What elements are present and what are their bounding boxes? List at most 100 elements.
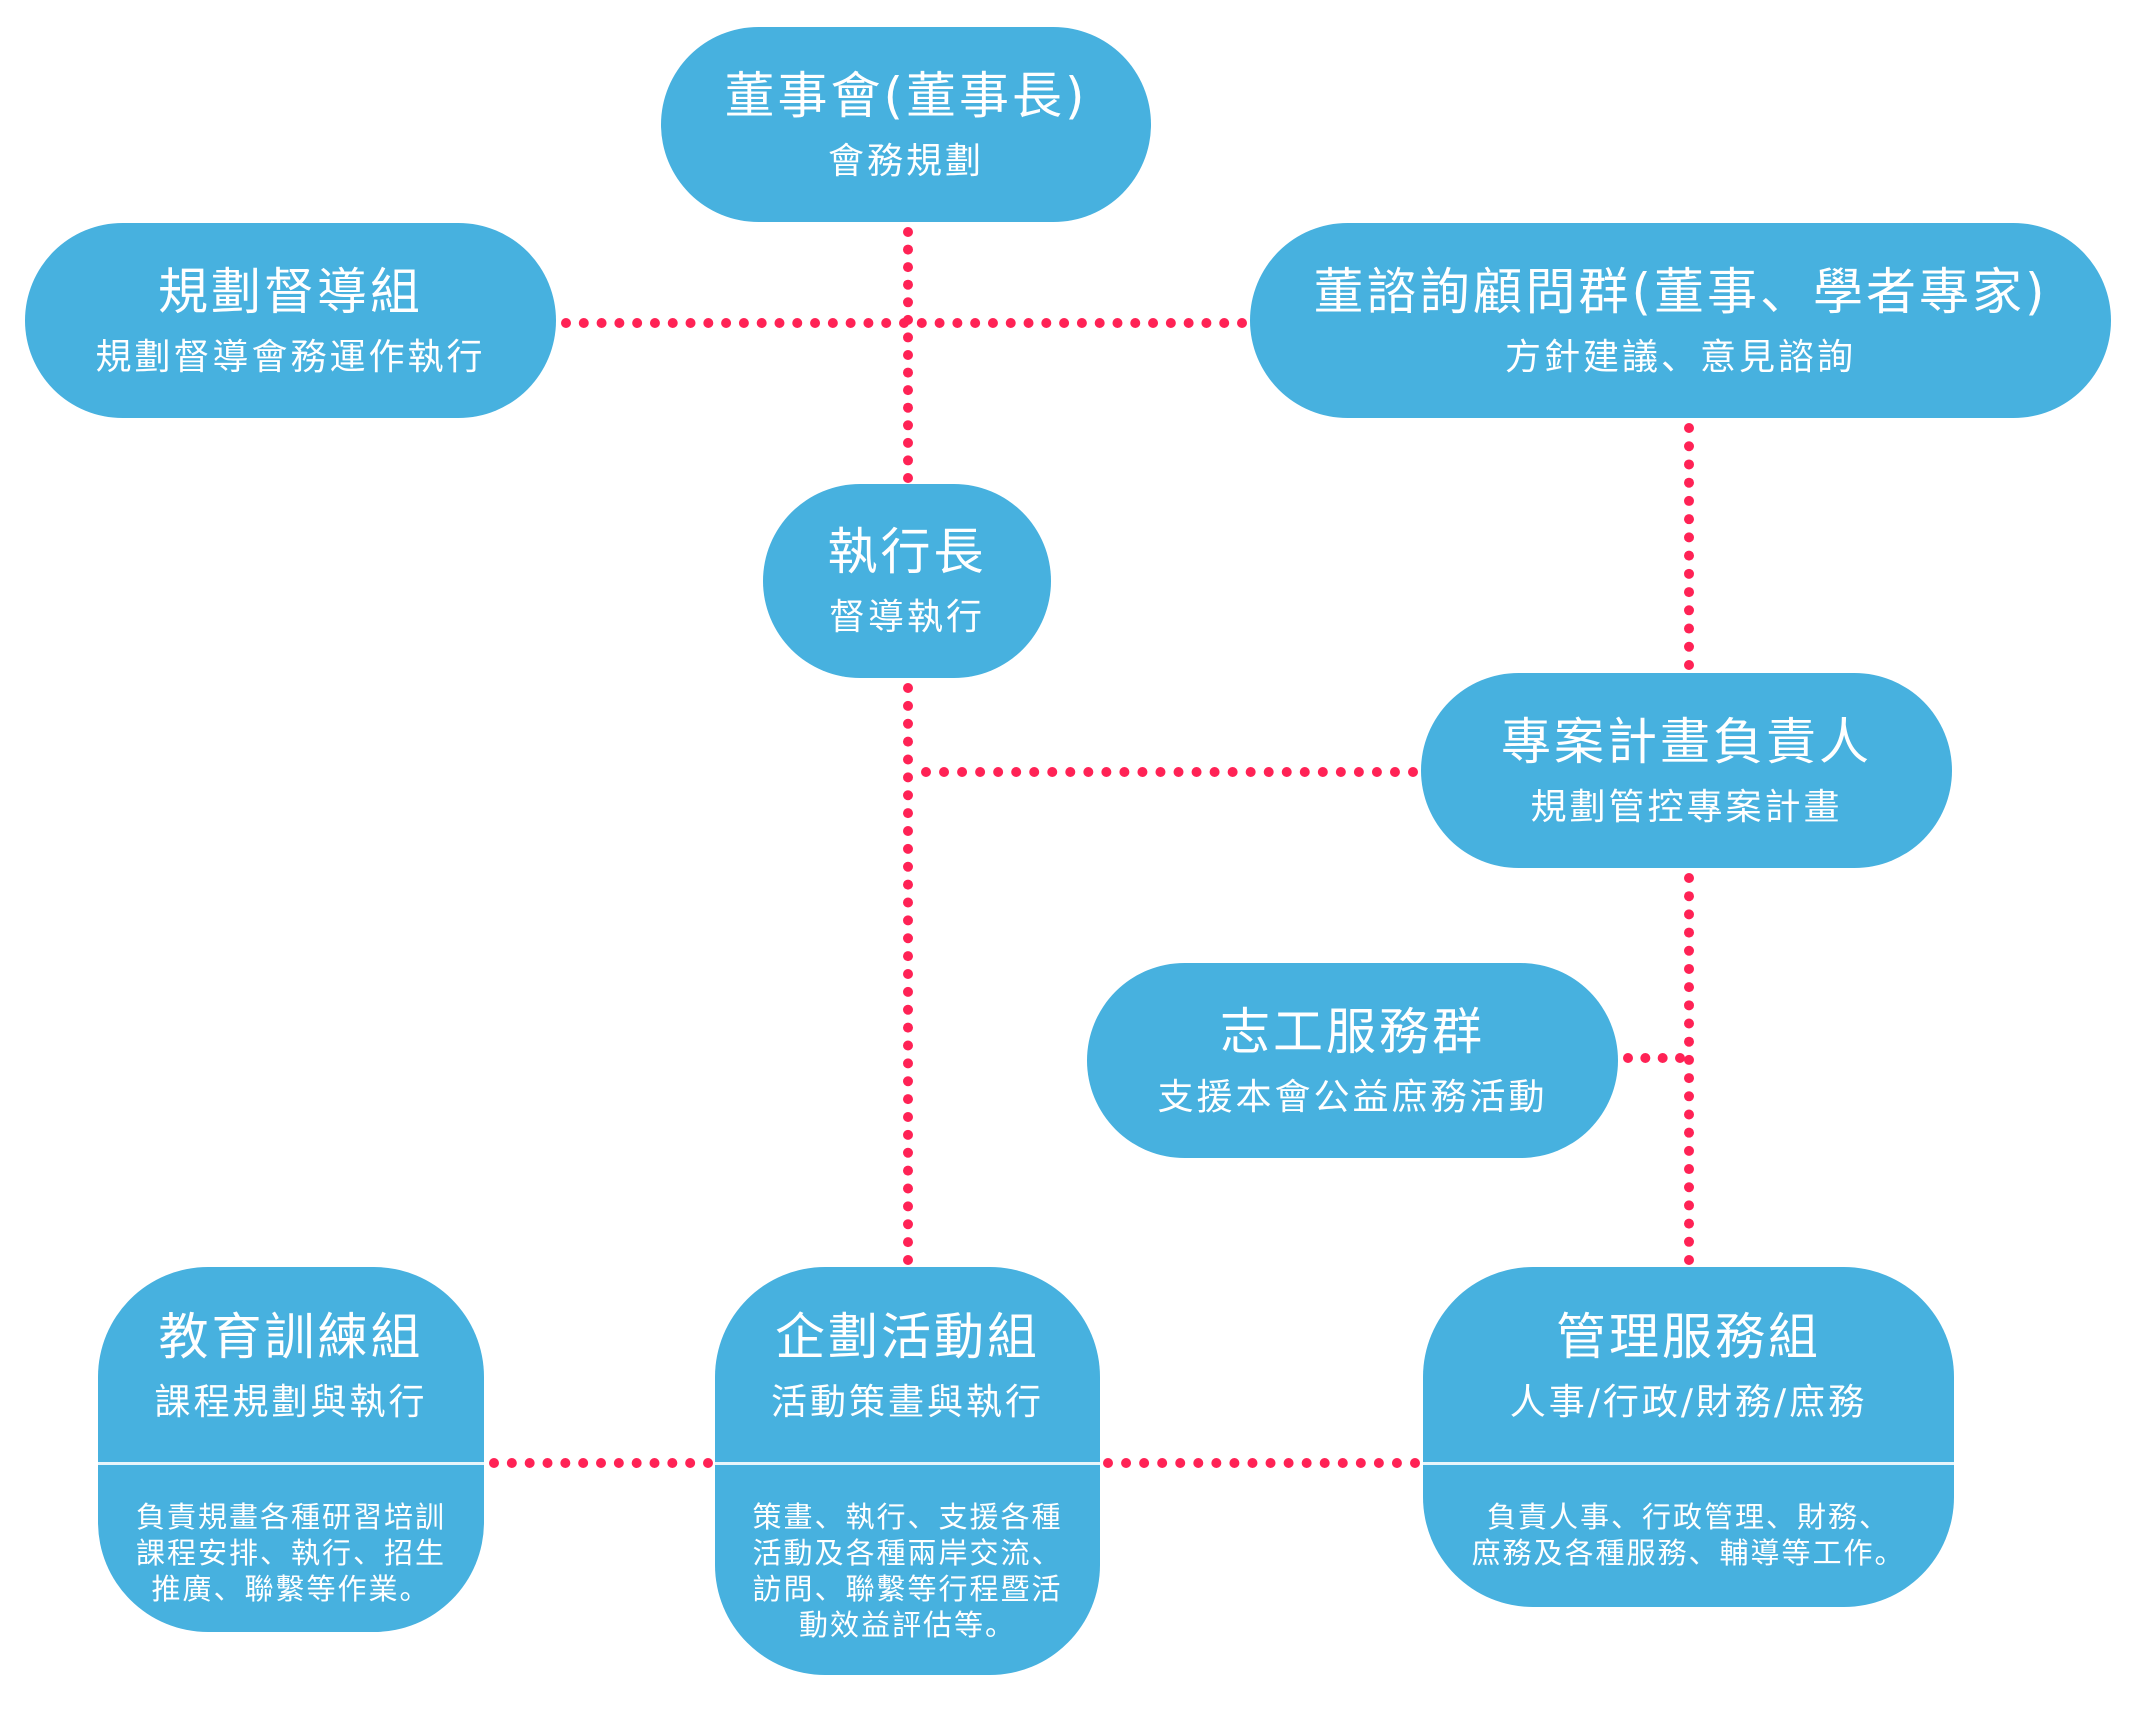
connector-dot xyxy=(1684,1218,1694,1229)
connector-board-to-ceo xyxy=(903,227,913,483)
desc-line: 訪問、聯繫等行程暨活 xyxy=(752,1572,1063,1606)
connector-dot xyxy=(903,367,913,378)
connector-dot xyxy=(903,951,913,962)
node-activities: 企劃活動組 活動策畫與執行 策畫、執行、支援各種 活動及各種兩岸交流、 訪問、聯… xyxy=(715,1267,1100,1675)
connector-dot xyxy=(903,879,913,890)
node-subtitle: 規劃督導會務運作執行 xyxy=(95,336,486,378)
connector-dot xyxy=(703,1458,713,1468)
connector-dot xyxy=(810,318,821,328)
connector-dot xyxy=(903,1022,913,1033)
connector-dot xyxy=(1173,767,1184,777)
connector-dot xyxy=(1245,767,1256,777)
connector-dot xyxy=(1684,945,1694,956)
connector-dot xyxy=(756,318,767,328)
connector-dot xyxy=(1047,767,1058,777)
node-description: 負責人事、行政管理、財務、 庶務及各種服務、輔導等工作。 xyxy=(1423,1499,1954,1571)
connector-dot xyxy=(903,915,913,926)
connector-dot xyxy=(1083,767,1094,777)
node-title: 管理服務組 xyxy=(1556,1308,1821,1366)
connector-dot xyxy=(1209,767,1220,777)
connector-dot xyxy=(903,1004,913,1015)
connector-dot xyxy=(1183,318,1194,328)
node-title: 專案計畫負責人 xyxy=(1501,712,1872,771)
connector-dot xyxy=(1684,587,1694,598)
connector-dot xyxy=(952,318,963,328)
desc-line: 策畫、執行、支援各種 xyxy=(752,1500,1063,1534)
connector-dot xyxy=(1283,1458,1294,1468)
connector-dot xyxy=(1684,660,1694,670)
connector-dot xyxy=(1684,641,1694,652)
card-divider xyxy=(98,1462,484,1465)
node-ceo: 執行長 督導執行 xyxy=(763,484,1051,678)
connector-dot xyxy=(1389,767,1400,777)
connector-dot xyxy=(903,700,913,711)
connector-dot xyxy=(1337,1458,1348,1468)
connector-dot xyxy=(703,318,714,328)
connector-dot xyxy=(1201,318,1212,328)
connector-dot xyxy=(1371,767,1382,777)
connector-dot xyxy=(921,767,931,777)
connector-dot xyxy=(685,1458,696,1468)
connector-dot xyxy=(903,262,913,273)
node-title: 董事會(董事長) xyxy=(724,66,1088,125)
connector-dot xyxy=(1165,318,1176,328)
connector-dot xyxy=(1317,767,1328,777)
desc-line: 負責人事、行政管理、財務、 xyxy=(1486,1500,1890,1534)
node-title: 執行長 xyxy=(827,523,987,582)
connector-dot xyxy=(1684,1200,1694,1211)
node-title: 規劃督導組 xyxy=(158,262,423,321)
connector-dot xyxy=(903,455,913,466)
connector-dot xyxy=(903,790,913,801)
connector-project-to-management xyxy=(1684,873,1694,1265)
connector-dot xyxy=(667,318,678,328)
node-subtitle: 人事/行政/財務/庶務 xyxy=(1509,1382,1868,1423)
connector-dot xyxy=(903,754,913,765)
connector-dot xyxy=(993,767,1004,777)
connector-dot xyxy=(1094,318,1105,328)
connector-project-to-ceo-line xyxy=(921,767,1418,777)
connector-dot xyxy=(939,767,950,777)
connector-dot xyxy=(1059,318,1070,328)
connector-dot xyxy=(903,437,913,448)
connector-dot xyxy=(903,1094,913,1105)
connector-dot xyxy=(1112,318,1123,328)
connector-dot xyxy=(903,279,913,290)
connector-dot xyxy=(903,843,913,854)
connector-dot xyxy=(903,772,913,783)
connector-ceo-to-activities xyxy=(903,683,913,1265)
desc-line: 課程安排、執行、招生 xyxy=(135,1536,446,1570)
connector-dot xyxy=(1684,1255,1694,1265)
connector-dot xyxy=(1657,1053,1668,1063)
connector-dot xyxy=(970,318,981,328)
desc-line: 負責規畫各種研習培訓 xyxy=(135,1500,446,1534)
connector-dot xyxy=(1684,532,1694,543)
connector-dot xyxy=(1684,927,1694,938)
desc-line: 庶務及各種服務、輔導等工作。 xyxy=(1471,1536,1906,1570)
connector-dot xyxy=(1299,767,1310,777)
connector-dot xyxy=(1227,767,1238,777)
connector-dot xyxy=(903,297,913,308)
connector-dot xyxy=(903,227,913,237)
connector-dot xyxy=(1155,767,1166,777)
connector-activities-to-management xyxy=(1103,1458,1420,1468)
connector-dot xyxy=(632,318,643,328)
connector-dot xyxy=(863,318,874,328)
connector-volunteers-to-line xyxy=(1623,1053,1685,1063)
connector-dot xyxy=(1684,1145,1694,1156)
connector-dot xyxy=(1684,1164,1694,1175)
connector-dot xyxy=(1684,1091,1694,1102)
connector-dot xyxy=(827,318,838,328)
node-management: 管理服務組 人事/行政/財務/庶務 負責人事、行政管理、財務、 庶務及各種服務、… xyxy=(1423,1267,1954,1607)
connector-dot xyxy=(903,350,913,360)
connector-dot xyxy=(1229,1458,1240,1468)
connector-advisory-to-project xyxy=(1684,423,1694,670)
connector-dot xyxy=(1623,1053,1633,1063)
connector-dot xyxy=(613,1458,624,1468)
connector-dot xyxy=(1211,1458,1222,1468)
connector-dot xyxy=(1684,873,1694,883)
connector-dot xyxy=(738,318,749,328)
connector-dot xyxy=(1684,1073,1694,1084)
desc-line: 活動及各種兩岸交流、 xyxy=(752,1536,1063,1570)
connector-dot xyxy=(1684,623,1694,634)
